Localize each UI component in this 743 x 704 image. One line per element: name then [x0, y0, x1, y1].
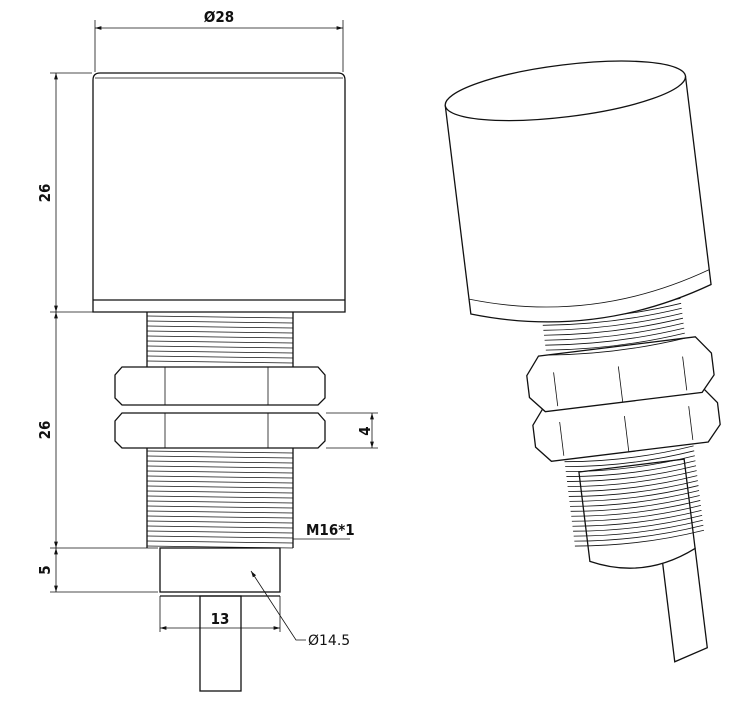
dim-thread-spec: M16*1	[306, 521, 355, 539]
thread-line	[146, 500, 294, 504]
thread-line	[566, 460, 696, 477]
thread-line	[568, 480, 698, 497]
thread-line	[146, 530, 294, 534]
cap-body	[92, 72, 346, 313]
thread-line	[571, 505, 701, 522]
thread-line	[146, 360, 294, 364]
thread-line	[146, 515, 294, 519]
thread-line	[146, 505, 294, 509]
thread-line	[146, 455, 294, 459]
iso-base	[578, 458, 696, 569]
thread-line	[146, 490, 294, 494]
thread-line	[543, 317, 684, 336]
thread-line	[564, 445, 694, 463]
dim-thread-length: 26	[36, 421, 54, 440]
thread-line	[146, 470, 294, 474]
isometric-view	[444, 60, 721, 663]
thread-line	[146, 525, 294, 529]
thread-line	[574, 529, 705, 547]
thread-lower	[146, 450, 294, 549]
thread-line	[571, 500, 701, 517]
dimensions: Ø28 26 26 5 4 M16*1 13 Ø14.5	[36, 8, 378, 649]
thread-line	[146, 465, 294, 469]
thread-line	[542, 307, 682, 326]
thread-line	[146, 510, 294, 514]
thread-line	[565, 455, 695, 473]
thread-line	[146, 460, 294, 464]
thread-line	[146, 540, 294, 544]
thread-line	[146, 335, 294, 339]
thread-line	[146, 480, 294, 484]
dim-base-height: 5	[36, 565, 54, 574]
base	[159, 547, 281, 593]
thread-line	[146, 350, 294, 354]
nut-lower	[114, 412, 326, 449]
thread-line	[146, 495, 294, 499]
thread-line	[146, 345, 294, 349]
dim-base-diameter: Ø14.5	[308, 633, 350, 649]
thread-line	[543, 312, 683, 331]
thread-line	[146, 340, 294, 344]
thread-line	[566, 465, 697, 482]
thread-line	[146, 485, 294, 489]
thread-line	[570, 490, 700, 507]
dim-cap-height: 26	[36, 184, 54, 203]
thread-line	[146, 315, 294, 319]
thread-upper	[146, 315, 294, 364]
thread-line	[565, 450, 695, 468]
thread-line	[146, 520, 294, 524]
thread-line	[570, 495, 700, 512]
dim-nut-thickness: 4	[356, 426, 374, 435]
iso-cap-top	[444, 60, 687, 122]
thread-line	[567, 470, 697, 487]
iso-cable	[661, 547, 708, 663]
iso-cap-body	[444, 75, 712, 323]
thread-line	[146, 535, 294, 539]
thread-line	[573, 519, 703, 537]
thread-line	[146, 475, 294, 479]
thread-line	[146, 450, 294, 454]
nut-upper	[114, 366, 326, 406]
thread-line	[545, 327, 685, 346]
thread-line	[545, 332, 685, 351]
cable	[199, 595, 242, 692]
thread-line	[146, 355, 294, 359]
thread-line	[146, 320, 294, 324]
thread-line	[573, 514, 703, 532]
iso-nut-upper	[526, 336, 715, 413]
front-view	[92, 72, 346, 692]
dim-cap-diameter: Ø28	[204, 8, 234, 26]
thread-line	[146, 330, 294, 334]
dim-base-width: 13	[211, 610, 230, 628]
thread-line	[574, 524, 704, 542]
thread-line	[568, 475, 698, 492]
thread-line	[544, 322, 684, 341]
thread-line	[572, 509, 702, 527]
thread-line	[146, 325, 294, 329]
thread-line	[569, 485, 699, 502]
thread-line	[546, 337, 686, 356]
